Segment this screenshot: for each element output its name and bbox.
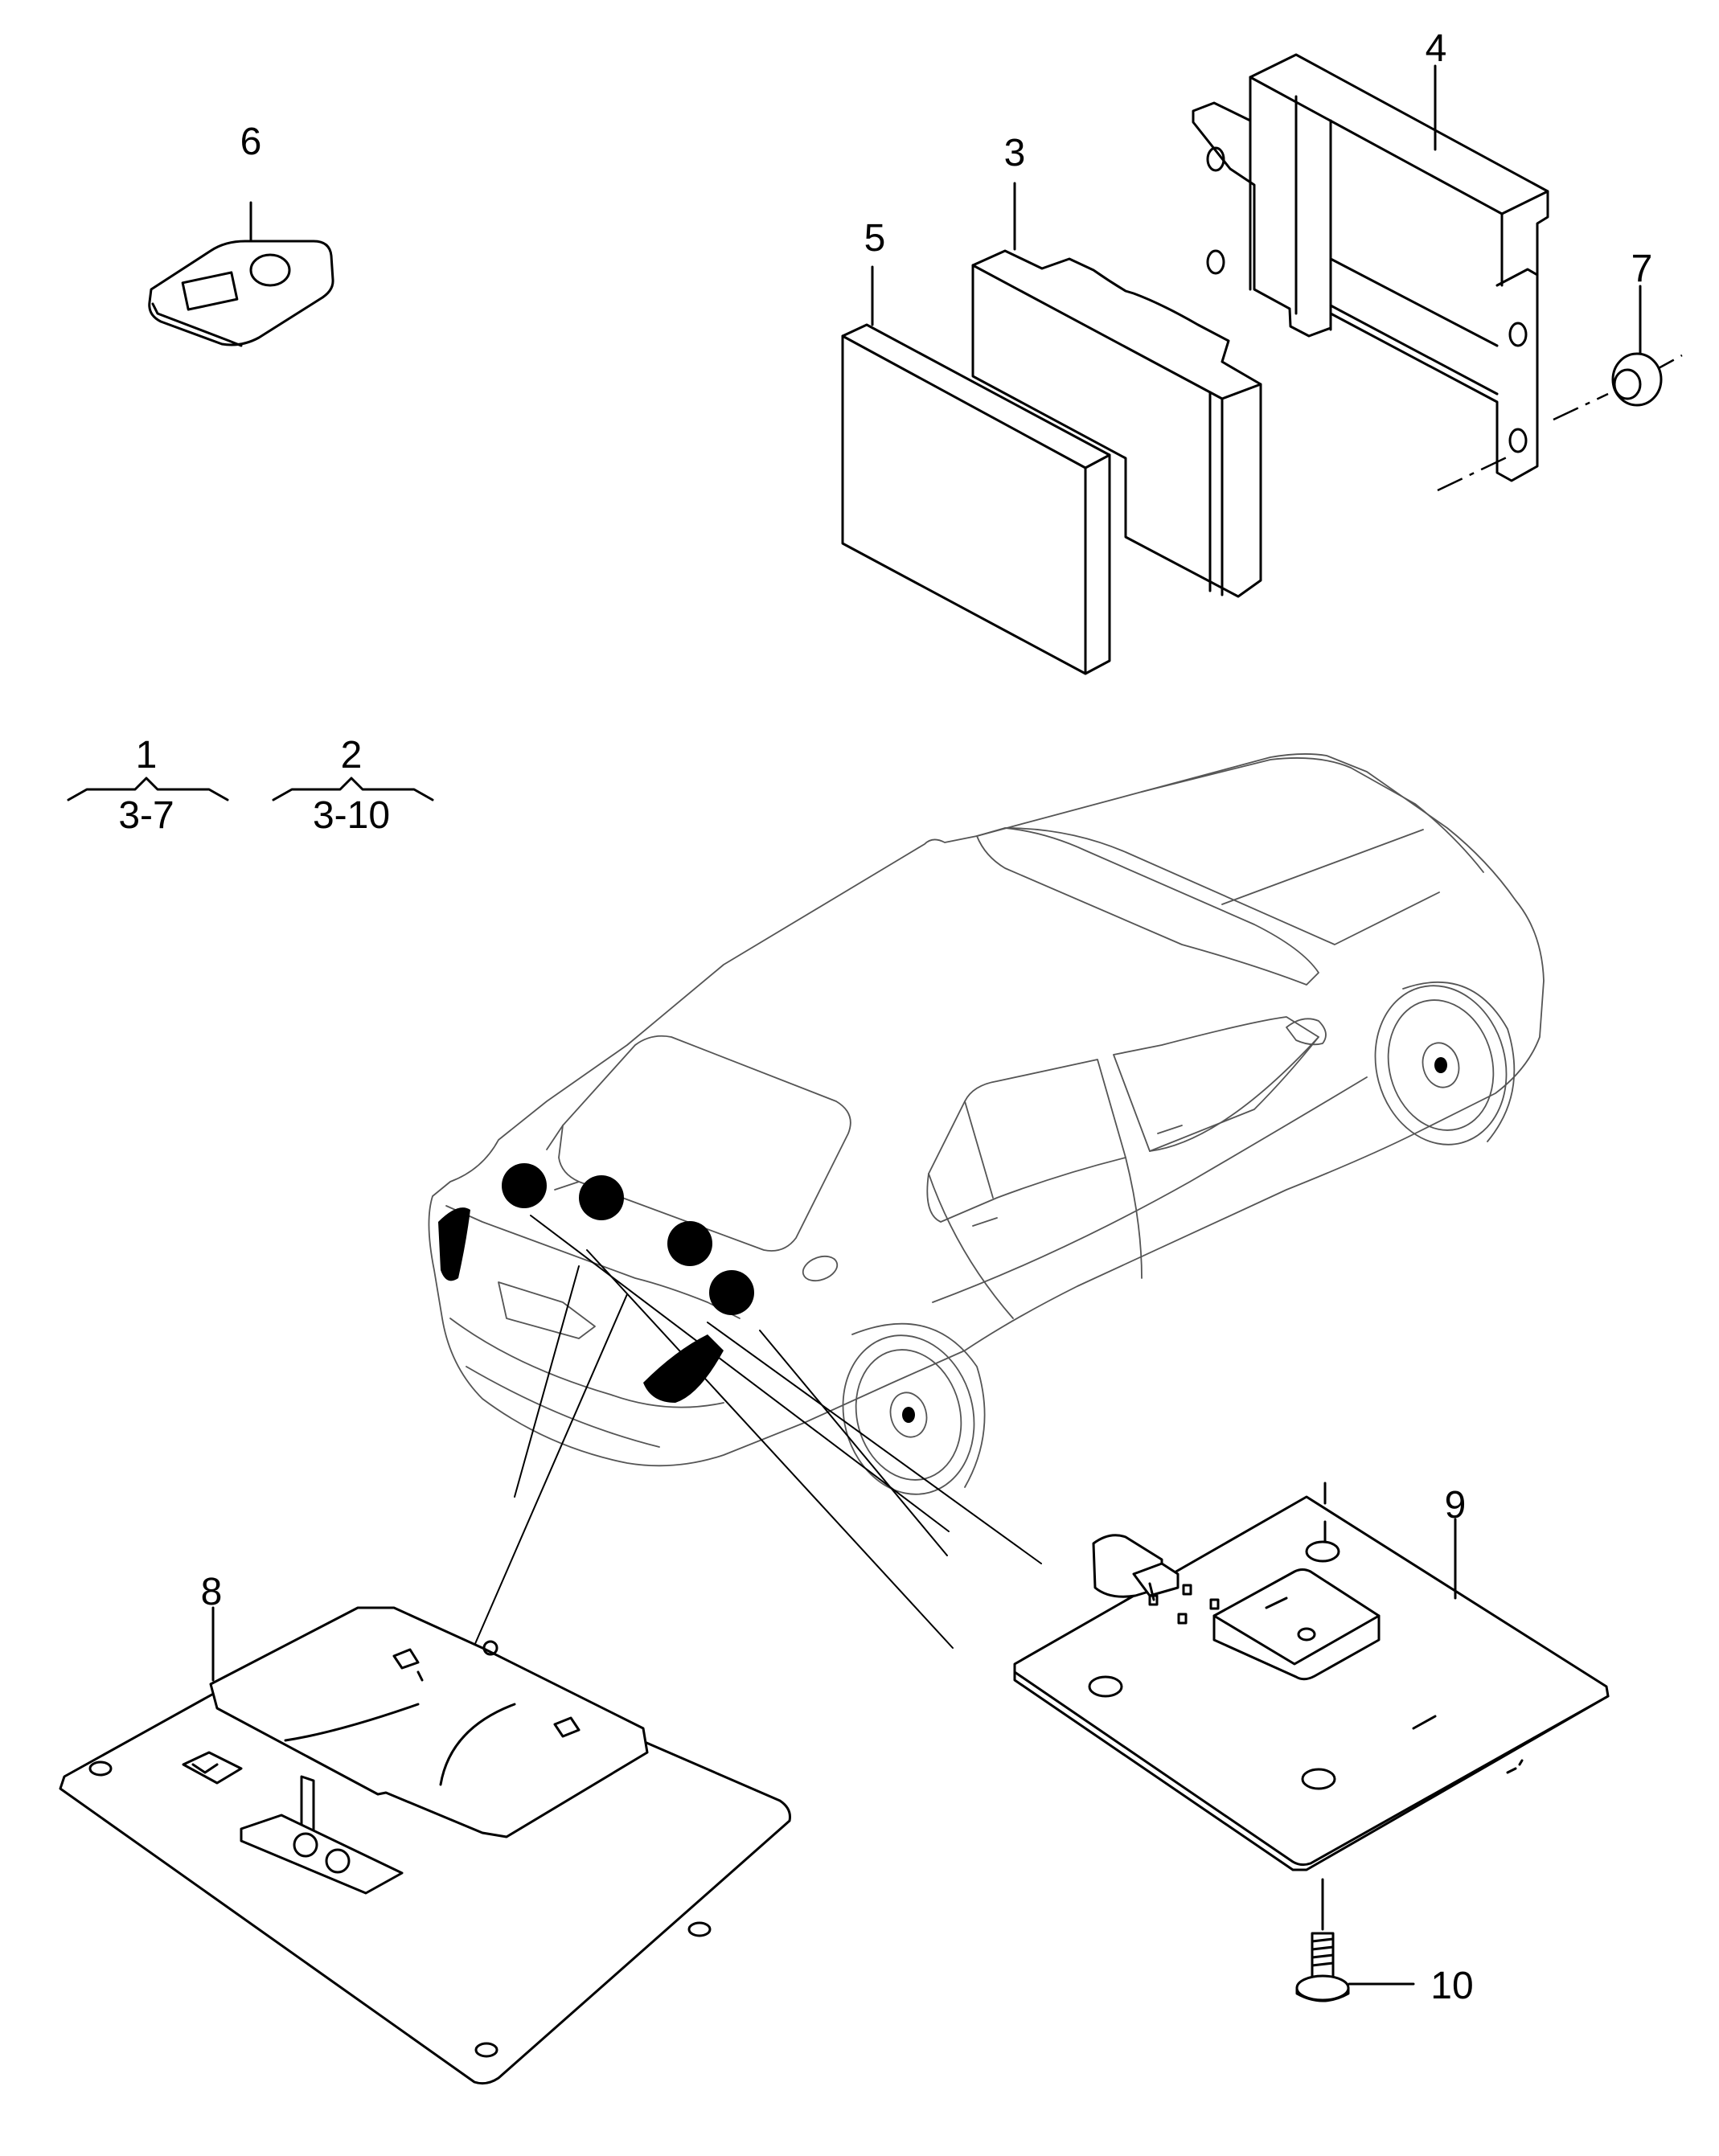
callout-3: 3 — [1004, 132, 1026, 174]
callout-5: 5 — [864, 217, 886, 260]
control-unit-part[interactable] — [971, 182, 1262, 598]
callout-10: 10 — [1430, 1965, 1473, 2007]
tail-light-right — [643, 1334, 724, 1403]
screw-part[interactable] — [1295, 1878, 1415, 2002]
cover-pad-part[interactable] — [841, 265, 1111, 675]
callout-1-range: 3-7 — [118, 794, 174, 837]
grommet-nut-part[interactable] — [1437, 285, 1683, 492]
rear-wheel — [842, 1322, 986, 1495]
antenna-plate-left-part[interactable] — [59, 1606, 791, 2085]
callout-group-2: 2 3-10 — [272, 734, 434, 837]
callout-8: 8 — [201, 1571, 223, 1613]
antenna-location-markers — [502, 1163, 754, 1315]
front-wheel — [1374, 982, 1516, 1146]
callout-7: 7 — [1631, 248, 1653, 290]
callout-group-1: 1 3-7 — [67, 734, 229, 837]
callout-1: 1 — [136, 734, 158, 777]
callout-4: 4 — [1426, 27, 1447, 70]
key-fob-part[interactable] — [148, 201, 334, 347]
tail-light-left — [438, 1207, 470, 1281]
marker-dot — [709, 1270, 754, 1315]
callout-6: 6 — [240, 121, 262, 163]
callout-9: 9 — [1445, 1484, 1467, 1527]
marker-dot — [502, 1163, 547, 1208]
mounting-bracket-part[interactable] — [1192, 53, 1549, 482]
marker-dot — [579, 1175, 624, 1220]
callout-2-range: 3-10 — [313, 794, 390, 837]
antenna-plate-right-part[interactable] — [1013, 1482, 1610, 1871]
callout-2: 2 — [341, 734, 363, 777]
vehicle-illustration — [428, 753, 1545, 1495]
leader-lines — [466, 1215, 1042, 1665]
marker-dot — [667, 1221, 712, 1266]
